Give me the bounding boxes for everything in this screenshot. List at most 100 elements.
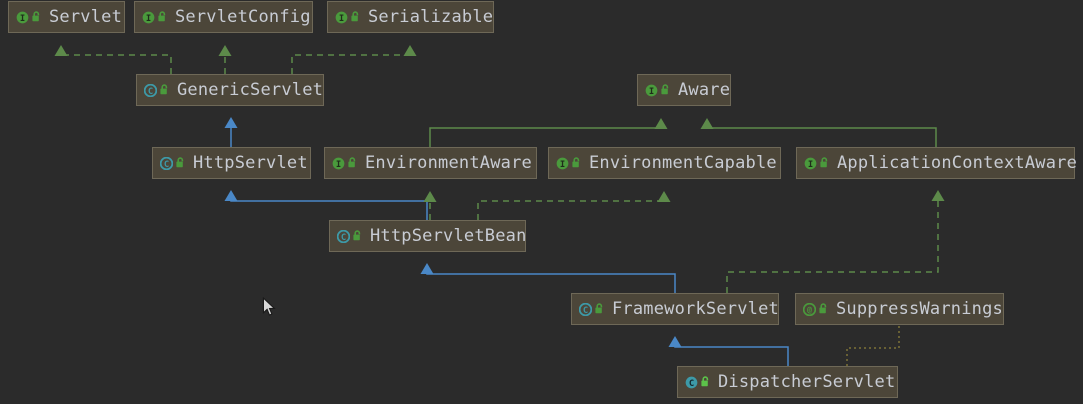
lock-icon [594, 303, 605, 315]
node-icons: C [160, 156, 186, 170]
lock-icon [157, 11, 168, 23]
class-node-environmentaware[interactable]: I EnvironmentAware [324, 147, 537, 179]
lock-icon [159, 84, 170, 96]
class-node-environmentcapable[interactable]: I EnvironmentCapable [548, 147, 781, 179]
class-node-label: DispatcherServlet [718, 371, 896, 392]
node-icons: C [144, 83, 170, 97]
abstract-class-icon: C [160, 156, 173, 170]
class-node-dispatcherservlet[interactable]: C DispatcherServlet [677, 366, 898, 398]
interface-icon: I [804, 157, 817, 170]
class-node-label: FrameworkServlet [612, 298, 779, 319]
node-icons: I [16, 11, 42, 24]
class-node-label: ApplicationContextAware [837, 152, 1078, 173]
node-icons: I [332, 157, 358, 170]
node-icons: C [579, 302, 605, 316]
lock-icon [350, 11, 361, 23]
edge-applicationcontextaware-extends-aware [707, 127, 937, 147]
arrowhead-frameworkservlet-implements-applicationcontextaware [931, 190, 945, 201]
arrowhead-httpservletbean-extends-httpservlet [224, 190, 238, 201]
node-icons: I [142, 11, 168, 24]
svg-text:I: I [808, 159, 813, 169]
interface-icon: I [16, 11, 29, 24]
class-icon: C [685, 376, 698, 389]
arrowhead-httpservlet-extends-genericservlet [224, 117, 238, 128]
interface-icon: I [332, 157, 345, 170]
svg-text:C: C [689, 378, 694, 388]
class-node-label: GenericServlet [177, 79, 324, 100]
class-node-label: SuppressWarnings [836, 298, 1003, 319]
arrowhead-httpservletbean-implements-environmentaware [423, 191, 437, 202]
node-icons: I [804, 157, 830, 170]
edge-genericservlet-implements-servlet [61, 54, 172, 74]
class-node-servlet[interactable]: I Servlet [8, 1, 125, 33]
svg-text:C: C [583, 305, 588, 315]
edge-frameworkservlet-implements-applicationcontextaware [726, 200, 939, 293]
node-icons: @ [803, 302, 829, 316]
class-node-servletconfig[interactable]: I ServletConfig [134, 1, 313, 33]
edge-dispatcherservlet-annotated-suppresswarnings [846, 325, 900, 366]
arrowhead-environmentaware-extends-aware [654, 118, 668, 129]
edge-dispatcherservlet-extends-frameworkservlet [674, 346, 789, 366]
lock-icon [818, 303, 829, 315]
svg-text:I: I [20, 13, 25, 23]
arrowhead-frameworkservlet-extends-httpservletbean [420, 263, 434, 274]
edge-environmentaware-extends-aware [429, 127, 661, 147]
node-icons: C [337, 229, 363, 243]
svg-text:I: I [339, 13, 344, 23]
class-node-suppresswarnings[interactable]: @ SuppressWarnings [795, 293, 1004, 325]
class-node-genericservlet[interactable]: C GenericServlet [136, 74, 324, 106]
lock-icon [31, 11, 42, 23]
class-node-aware[interactable]: I Aware [637, 74, 731, 106]
edge-httpservletbean-extends-httpservlet [230, 200, 428, 220]
svg-text:I: I [649, 86, 654, 96]
class-node-label: ServletConfig [175, 6, 311, 27]
edge-frameworkservlet-extends-httpservletbean [426, 273, 676, 293]
node-icons: I [645, 84, 671, 97]
arrowhead-httpservletbean-implements-environmentcapable [657, 191, 671, 202]
abstract-class-icon: C [144, 83, 157, 97]
abstract-class-icon: C [337, 229, 350, 243]
arrowhead-applicationcontextaware-extends-aware [700, 118, 714, 129]
abstract-class-icon: C [579, 302, 592, 316]
class-node-label: HttpServletBean [370, 225, 527, 246]
lock-icon [819, 157, 830, 169]
arrowhead-genericservlet-implements-servlet [54, 45, 68, 56]
annotation-icon: @ [803, 302, 816, 316]
lock-icon [571, 157, 582, 169]
lock-icon [660, 84, 671, 96]
svg-text:C: C [164, 159, 169, 169]
interface-icon: I [556, 157, 569, 170]
node-icons: C [685, 376, 711, 389]
svg-text:C: C [341, 232, 346, 242]
lock-icon [700, 376, 711, 388]
arrowhead-genericservlet-implements-servletconfig [218, 45, 232, 56]
node-icons: I [335, 11, 361, 24]
lock-icon [352, 230, 363, 242]
edge-genericservlet-implements-serializable [291, 54, 410, 74]
class-node-serializable[interactable]: I Serializable [327, 1, 494, 33]
class-node-frameworkservlet[interactable]: C FrameworkServlet [571, 293, 779, 325]
class-node-label: EnvironmentCapable [589, 152, 777, 173]
arrowhead-genericservlet-implements-serializable [403, 45, 417, 56]
lock-icon [175, 157, 186, 169]
lock-icon [347, 157, 358, 169]
interface-icon: I [645, 84, 658, 97]
class-node-label: HttpServlet [193, 152, 308, 173]
class-node-httpservlet[interactable]: C HttpServlet [152, 147, 311, 179]
class-node-applicationcontextaware[interactable]: I ApplicationContextAware [796, 147, 1078, 179]
svg-text:C: C [148, 86, 153, 96]
edge-httpservletbean-implements-environmentcapable [477, 200, 664, 220]
class-node-label: Servlet [49, 6, 123, 27]
class-node-label: EnvironmentAware [365, 152, 532, 173]
svg-text:I: I [336, 159, 341, 169]
svg-text:@: @ [807, 304, 812, 314]
arrowhead-dispatcherservlet-extends-frameworkservlet [668, 336, 682, 347]
svg-text:I: I [560, 159, 565, 169]
class-node-label: Serializable [368, 6, 494, 27]
class-node-httpservletbean[interactable]: C HttpServletBean [329, 220, 526, 252]
interface-icon: I [335, 11, 348, 24]
class-node-label: Aware [678, 79, 731, 100]
node-icons: I [556, 157, 582, 170]
